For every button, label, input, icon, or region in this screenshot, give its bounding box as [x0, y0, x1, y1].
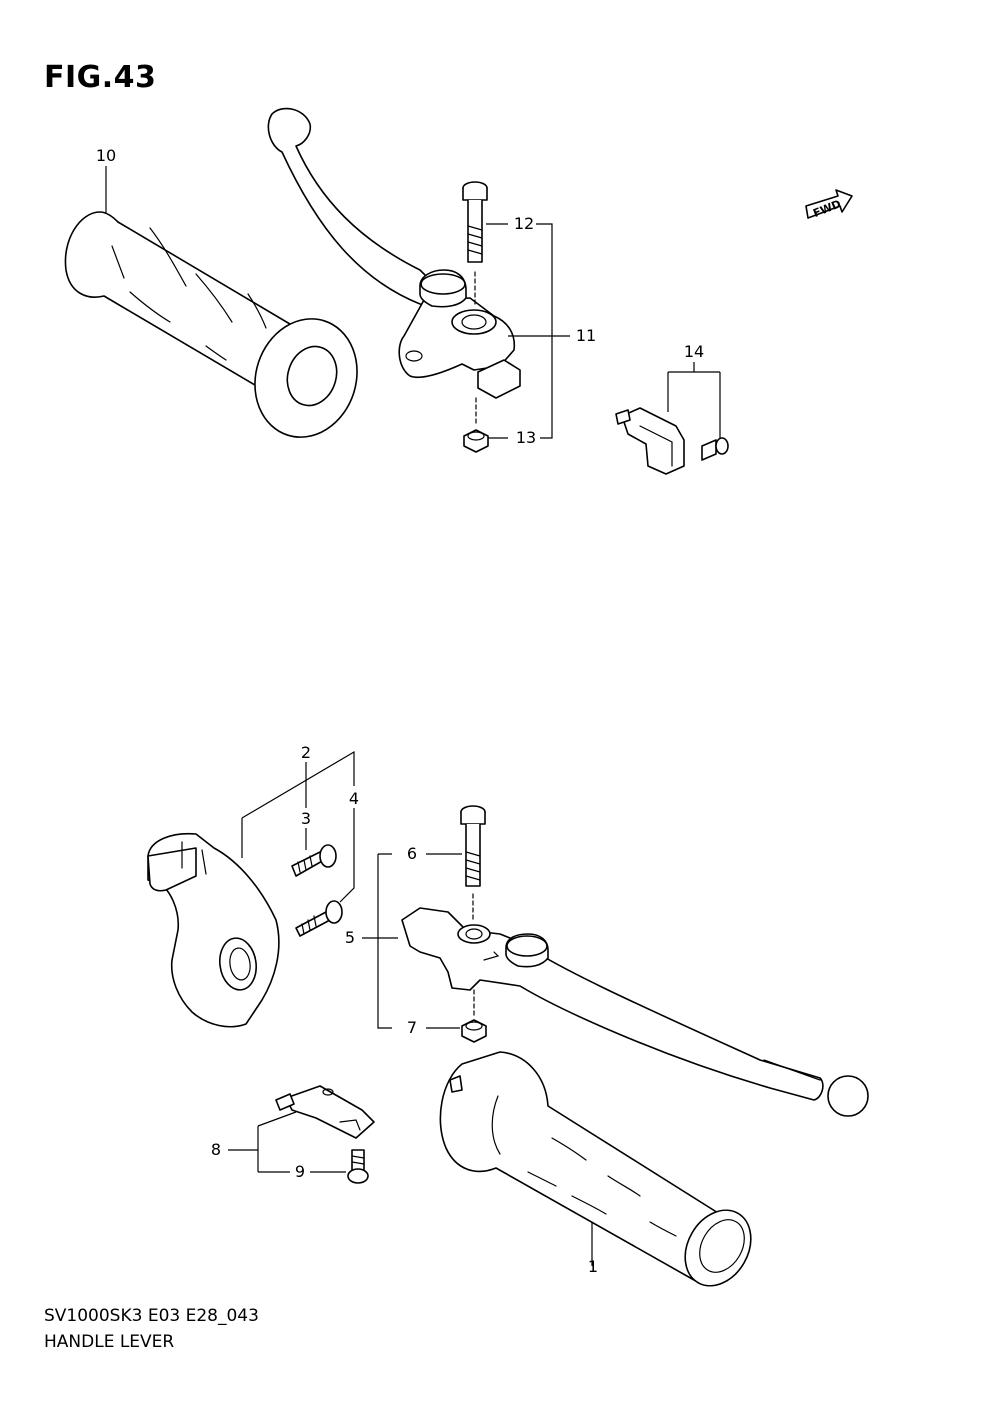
- callout-13: 13: [516, 428, 536, 447]
- nut-part-13: [463, 397, 489, 453]
- fwd-arrow-icon: FWD: [805, 189, 853, 220]
- nut-part-7: [461, 989, 487, 1043]
- callout-8: 8: [211, 1140, 221, 1159]
- throttle-housing-part: [147, 832, 280, 1028]
- bottom-leader-lines: [228, 750, 593, 1266]
- fwd-label: FWD: [811, 197, 843, 220]
- callout-9: 9: [295, 1162, 305, 1181]
- clutch-lever-part: [267, 107, 521, 399]
- callout-3: 3: [301, 809, 311, 828]
- figure-code: SV1000SK3 E03 E28_043: [44, 1306, 259, 1326]
- left-grip-part: [64, 211, 358, 438]
- callout-14: 14: [684, 342, 704, 361]
- callout-5: 5: [345, 928, 355, 947]
- top-leader-lines: [105, 166, 721, 439]
- screw-part-9: [347, 1149, 369, 1184]
- throttle-grip-part: [439, 1051, 752, 1287]
- screw-part-4: [295, 900, 343, 937]
- callout-6: 6: [407, 844, 417, 863]
- callout-4: 4: [349, 789, 359, 808]
- callout-1: 1: [588, 1257, 598, 1276]
- brake-switch-part: [275, 1085, 375, 1139]
- callout-2: 2: [301, 743, 311, 762]
- callout-12: 12: [514, 214, 534, 233]
- callout-10: 10: [96, 146, 116, 165]
- screw-part-3: [291, 844, 337, 877]
- figure-name: HANDLE LEVER: [44, 1332, 175, 1352]
- callout-11: 11: [576, 326, 596, 345]
- bolt-part-6: [460, 805, 486, 923]
- figure-title: FIG.43: [44, 60, 157, 95]
- bolt-part-12: [462, 181, 488, 305]
- brake-lever-part: [401, 907, 869, 1117]
- clutch-switch-part: [615, 407, 729, 475]
- callout-7: 7: [407, 1018, 417, 1037]
